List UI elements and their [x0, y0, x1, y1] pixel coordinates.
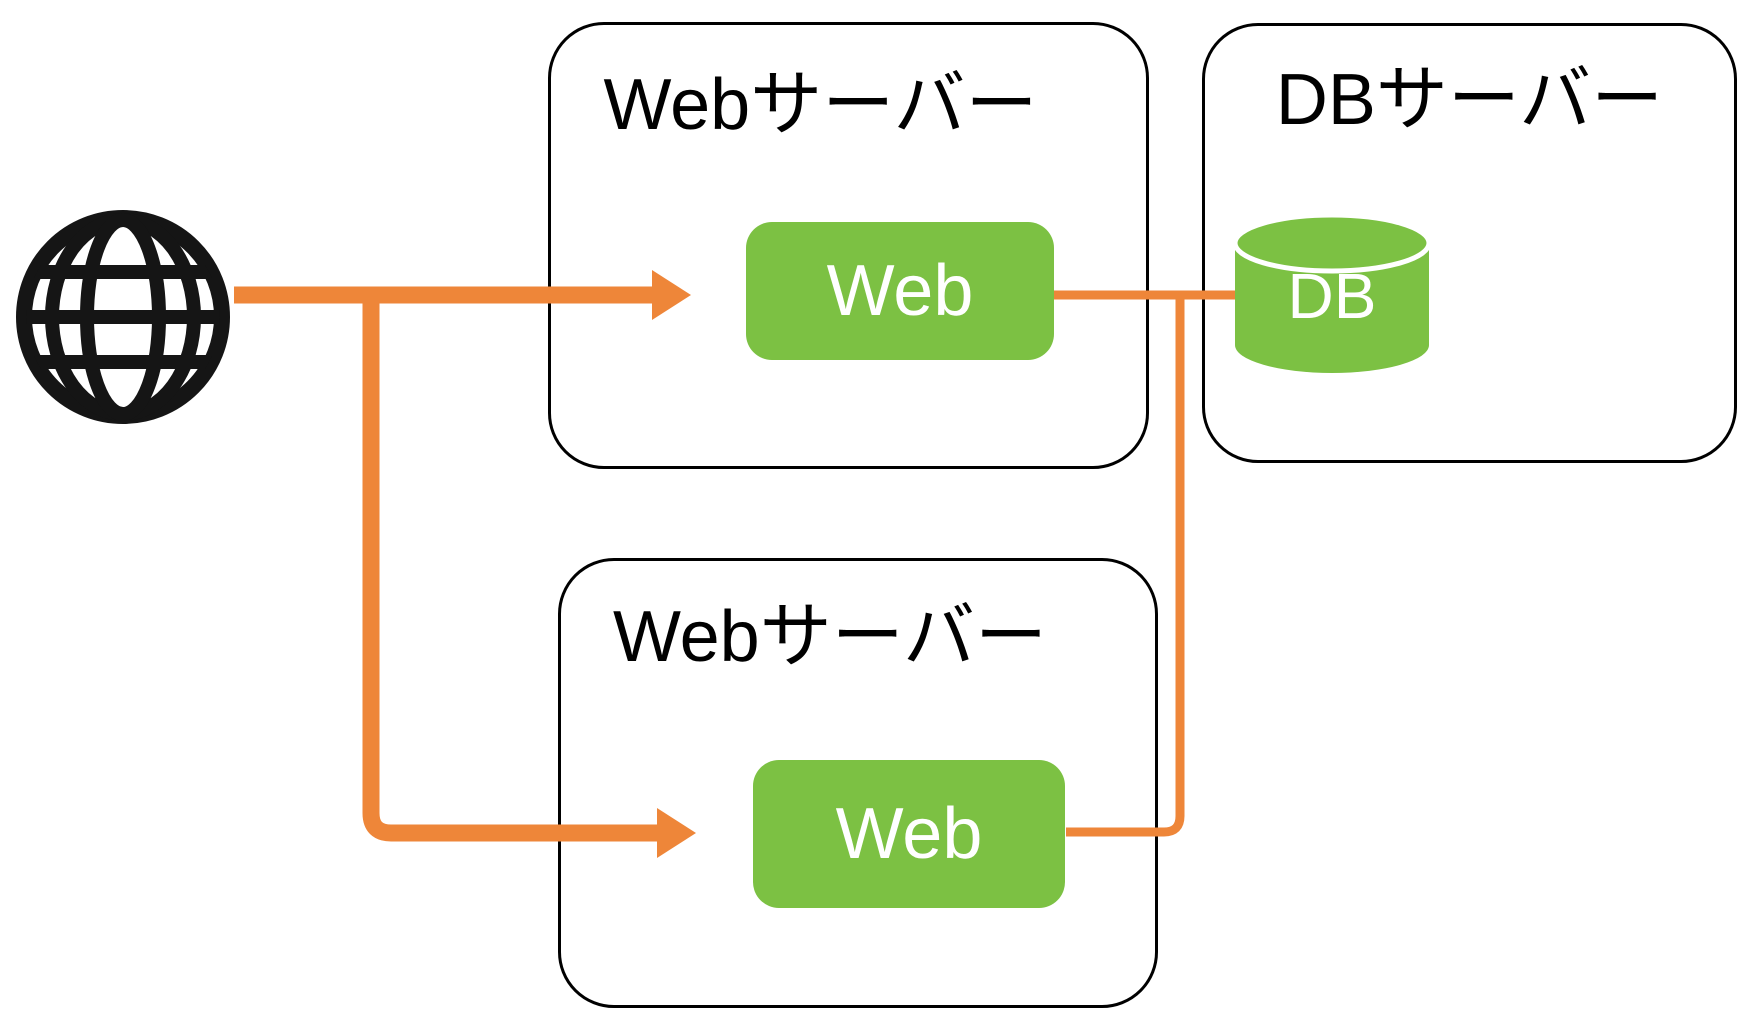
web-node-2: Web [753, 760, 1065, 908]
db-server-title: DBサーバー [1275, 60, 1664, 140]
web-node-1-label: Web [826, 251, 974, 331]
web-server-2-title: Webサーバー [612, 597, 1048, 677]
web-node-1: Web [746, 222, 1054, 360]
globe-icon [16, 210, 230, 424]
db-server-box: DBサーバー [1202, 23, 1737, 463]
web-node-2-label: Web [835, 794, 983, 874]
db-node-label: DB [1287, 260, 1377, 332]
web-server-1-title: Webサーバー [603, 65, 1038, 145]
